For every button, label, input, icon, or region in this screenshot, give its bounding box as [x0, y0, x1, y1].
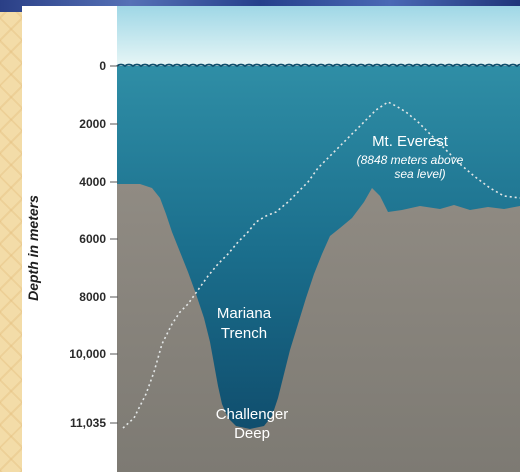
- depth-axis: 0 2000 4000 6000 8000 10,000: [69, 59, 118, 430]
- seafloor: [117, 184, 520, 472]
- axis-title: Depth in meters: [25, 195, 41, 301]
- axis-tick: 6000: [79, 232, 118, 246]
- trench-label-line2: Trench: [221, 325, 267, 342]
- everest-note-line2: sea level): [394, 167, 445, 181]
- ocean-depth-diagram-panel: 0 2000 4000 6000 8000 10,000: [22, 6, 520, 472]
- tick-label-8000: 8000: [79, 290, 106, 304]
- sky: [117, 6, 520, 66]
- axis-area: [22, 6, 117, 472]
- everest-label: Mt. Everest: [372, 133, 449, 150]
- tick-label-6000: 6000: [79, 232, 106, 246]
- axis-tick: 8000: [79, 290, 118, 304]
- trench-label-line1: Mariana: [217, 305, 272, 322]
- tick-label-10000: 10,000: [69, 347, 106, 361]
- ocean-depth-diagram: 0 2000 4000 6000 8000 10,000: [22, 6, 520, 472]
- deep-label-line2: Deep: [234, 425, 270, 442]
- axis-tick: 10,000: [69, 347, 118, 361]
- tick-label-4000: 4000: [79, 175, 106, 189]
- axis-tick: 4000: [79, 175, 118, 189]
- deep-label-line1: Challenger: [216, 406, 289, 423]
- axis-tick: 11,035: [70, 416, 118, 430]
- tick-label-2000: 2000: [79, 117, 106, 131]
- axis-tick: 2000: [79, 117, 118, 131]
- tick-label-0: 0: [99, 59, 106, 73]
- axis-tick: 0: [99, 59, 118, 73]
- sea-surface-line: [116, 63, 520, 68]
- everest-note-line1: (8848 meters above: [357, 153, 464, 167]
- tick-label-11035: 11,035: [70, 416, 106, 430]
